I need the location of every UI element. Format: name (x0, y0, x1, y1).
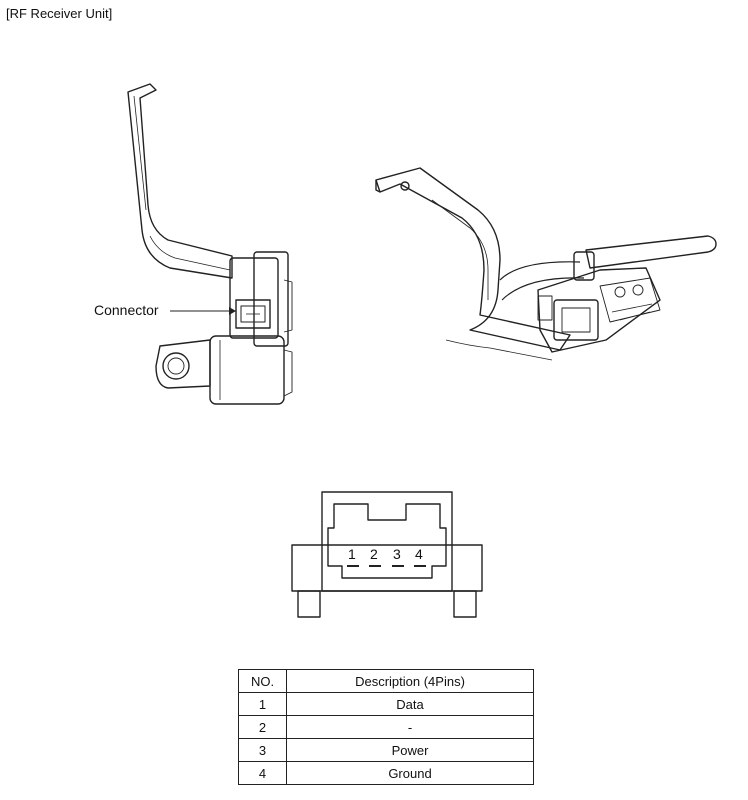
table-row: 3 Power (238, 738, 534, 762)
table-cell-no: 3 (238, 738, 287, 762)
table-cell-description: - (286, 715, 534, 739)
right-view-module (499, 235, 717, 353)
table-header-no: NO. (238, 669, 287, 693)
table-cell-description: Data (286, 692, 534, 716)
table-header-row: NO. Description (4Pins) (238, 669, 534, 693)
table-cell-no: 2 (238, 715, 287, 739)
pin-label-3: 3 (393, 546, 401, 562)
left-view-bracket (127, 83, 233, 279)
table-cell-description: Ground (286, 761, 534, 785)
left-view-housing (155, 251, 293, 405)
table-row: 4 Ground (238, 761, 534, 785)
table-row: 1 Data (238, 692, 534, 716)
pin-label-2: 2 (370, 546, 378, 562)
table-cell-no: 4 (238, 761, 287, 785)
table-cell-no: 1 (238, 692, 287, 716)
table-cell-description: Power (286, 738, 534, 762)
pin-label-1: 1 (348, 546, 356, 562)
table-row: 2 - (238, 715, 534, 739)
table-header-description: Description (4Pins) (286, 669, 534, 693)
figure-title: [RF Receiver Unit] (6, 6, 113, 21)
pin-label-4: 4 (415, 546, 423, 562)
connector-face (291, 491, 483, 618)
connector-callout-label: Connector (94, 302, 159, 318)
pin-description-table: NO. Description (4Pins) 1 Data 2 - 3 Pow… (238, 669, 534, 785)
right-view-bracket (375, 167, 571, 361)
connector-leader (170, 307, 236, 315)
